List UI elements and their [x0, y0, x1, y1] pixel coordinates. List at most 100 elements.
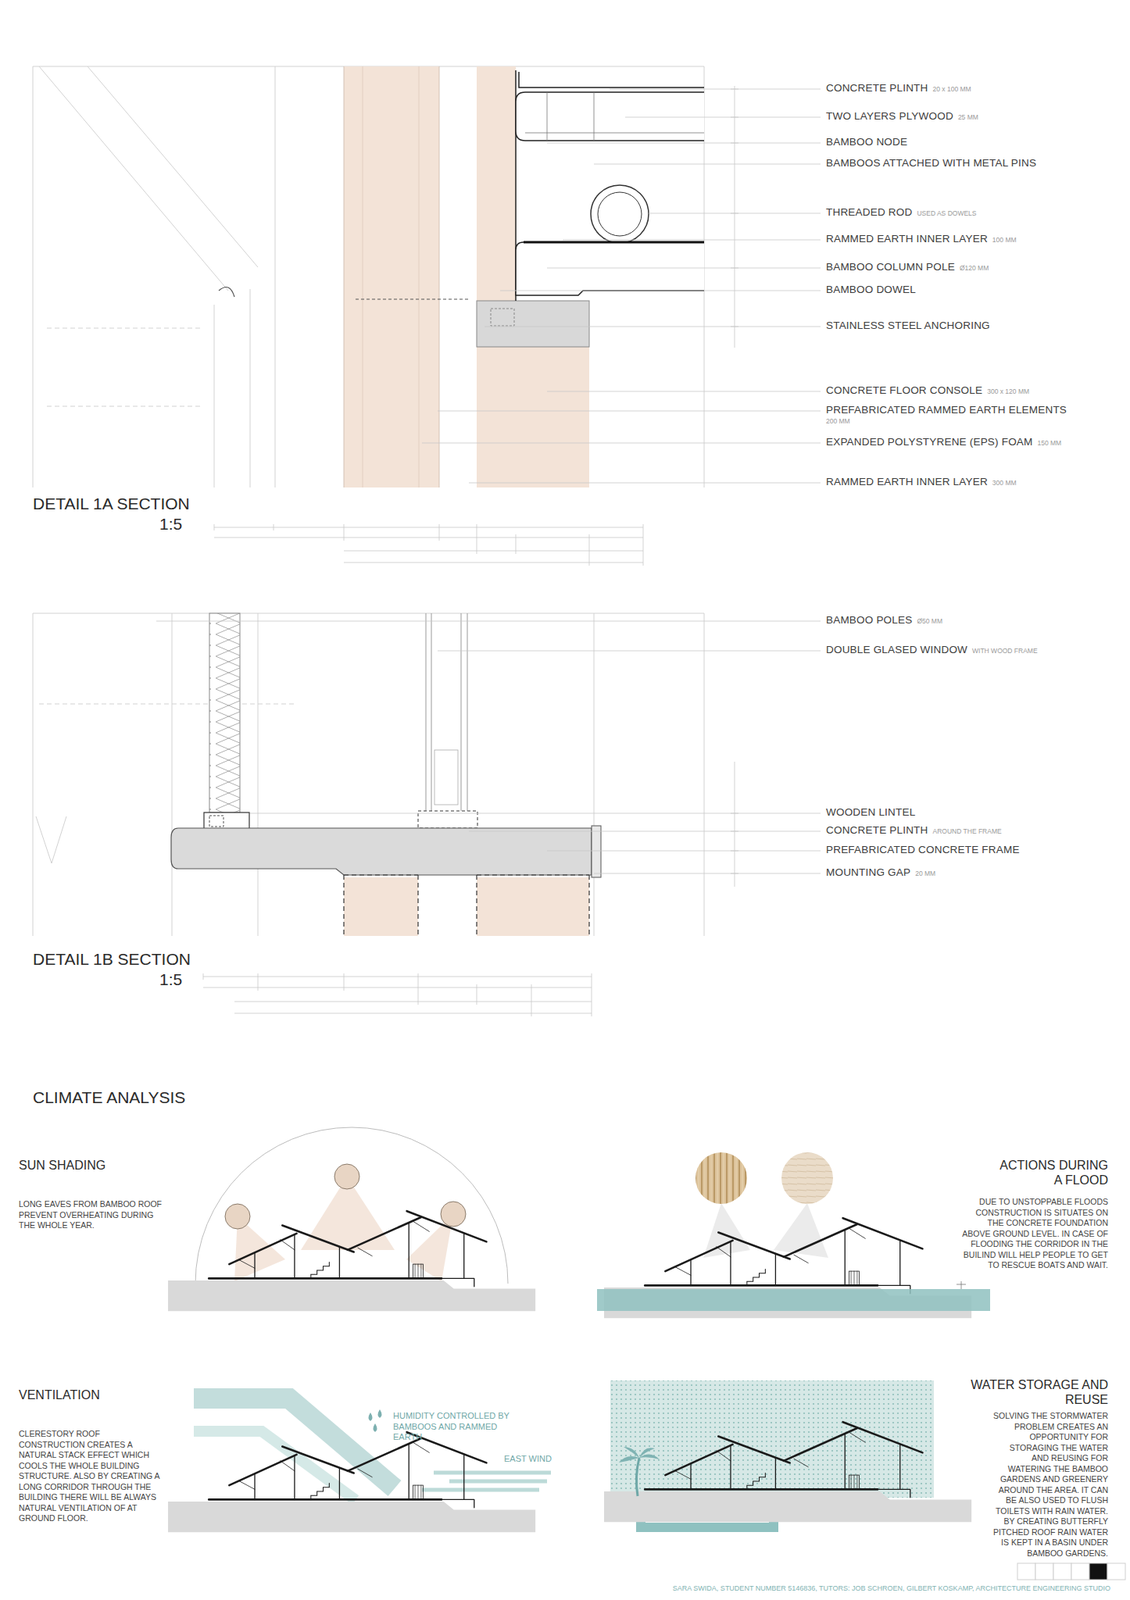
detail-1a-drawing-part [476, 300, 590, 347]
ventilation-section [168, 1398, 551, 1533]
part-label: RAMMED EARTH INNER LAYER [826, 232, 988, 246]
heading: WATER STORAGE AND REUSE [951, 1377, 1109, 1408]
detail-1a-drawing-part-part [46, 328, 204, 407]
body-text: SOLVING THE STORMWATER PROBLEM CREATES A… [990, 1411, 1109, 1560]
detail-1a-drawing-part-part [214, 524, 644, 566]
annotation: EAST WIND [504, 1454, 552, 1466]
dimension-note: Ø120 MM [959, 264, 989, 273]
heading: ACTIONS DURING A FLOOD [991, 1158, 1109, 1188]
water-storage-section-part [636, 1458, 640, 1497]
part-label: BAMBOOS ATTACHED WITH METAL PINS [826, 157, 1037, 170]
detail-1a-drawing-part-part [39, 66, 258, 291]
detail-1a-drawing-part [214, 85, 821, 566]
detail-1a-drawing-part [518, 71, 705, 88]
scale-note: 1:5 [159, 514, 183, 534]
label-row: RAMMED EARTH INNER LAYER300 MM [826, 475, 1017, 489]
sun-shading-section-part [195, 1127, 508, 1284]
flood-section-part [781, 1152, 834, 1205]
ventilation-section-part [168, 1432, 536, 1533]
section-title: DETAIL 1A SECTION [32, 494, 190, 514]
scale-note: 1:5 [159, 970, 183, 990]
dimension-note: AROUND THE FRAME [933, 828, 1002, 837]
water-storage-section-part [618, 1447, 660, 1463]
part-label: PREFABRICATED CONCRETE FRAME [826, 843, 1020, 857]
detail-1b-drawing-part-part [203, 976, 592, 1014]
sun-shading-section-part [334, 1164, 360, 1190]
detail-1b-drawing-part [425, 613, 468, 812]
detail-1a-drawing-part [476, 66, 516, 301]
sheet-index-boxes [1017, 1563, 1126, 1581]
detail-1a-drawing-part [343, 66, 440, 488]
label-row: EXPANDED POLYSTYRENE (EPS) FOAM150 MM [826, 436, 1062, 449]
part-label: STAINLESS STEEL ANCHORING [826, 319, 991, 333]
part-label: TWO LAYERS PLYWOOD [826, 110, 954, 123]
detail-1a-drawing [32, 66, 821, 566]
label-row: DOUBLE GLASED WINDOWWITH WOOD FRAME [826, 643, 1038, 657]
body-text: DUE TO UNSTOPPABLE FLOODS CONSTRUCTION I… [959, 1197, 1109, 1272]
dimension-note: 150 MM [1037, 439, 1063, 448]
detail-1b-drawing-part [209, 613, 240, 813]
detail-1b-drawing-part [156, 621, 821, 1017]
detail-1a-drawing-part [597, 192, 642, 237]
part-label: MOUNTING GAP [826, 866, 911, 880]
dimension-note: WITH WOOD FRAME [972, 647, 1038, 656]
detail-1a-drawing-part [343, 66, 440, 488]
detail-1b-drawing-part [171, 828, 592, 876]
detail-1b-drawing-part-part [730, 761, 739, 887]
detail-1a-drawing-part-part [214, 527, 644, 563]
detail-1a-drawing-part-part [421, 89, 821, 483]
detail-1b-drawing-part [203, 812, 250, 830]
sun-shading-section-part [168, 1211, 536, 1312]
label-row: TWO LAYERS PLYWOOD 25 MM [826, 110, 979, 123]
part-label: CONCRETE FLOOR CONSOLE [826, 384, 983, 397]
detail-1a-drawing-part [515, 92, 705, 141]
dimension-note: 100 MM [992, 236, 1017, 245]
label-row: BAMBOO POLESØ50 MM [826, 614, 943, 627]
dimension-note: 20 x 100 MM [933, 85, 972, 94]
label-row: MOUNTING GAP 20 MM [826, 866, 936, 880]
heading: SUN SHADING [18, 1158, 106, 1173]
detail-1a-drawing-part [515, 242, 705, 296]
part-label: PREFABRICATED RAMMED EARTH ELEMENTS [826, 404, 1067, 417]
water-storage-section [604, 1380, 972, 1528]
section-title: DETAIL 1B SECTION [32, 950, 191, 970]
detail-1a-drawing-part [476, 346, 590, 488]
detail-1b-drawing-part [209, 815, 224, 827]
detail-1a-drawing-part [490, 308, 515, 326]
part-label: EXPANDED POLYSTYRENE (EPS) FOAM [826, 436, 1034, 449]
footer-credit: SARA SWIDA, STUDENT NUMBER 5146836, TUTO… [672, 1584, 1111, 1593]
label-row: CONCRETE FLOOR CONSOLE300 x 120 MM [826, 384, 1030, 397]
detail-1b-drawing-part-part [171, 613, 594, 937]
flood-section-part [597, 1289, 991, 1312]
part-label: BAMBOO NODE [826, 135, 908, 149]
detail-1a-drawing-part [590, 185, 649, 244]
part-label: CONCRETE PLINTH [826, 82, 929, 95]
water-storage-section-part [604, 1422, 972, 1523]
part-label: BAMBOO COLUMN POLE [826, 261, 955, 274]
part-label: RAMMED EARTH INNER LAYER [826, 475, 988, 489]
detail-1a-drawing-part [362, 66, 419, 488]
detail-1b-drawing-part-part [32, 613, 705, 937]
part-label: WOODEN LINTEL [826, 806, 916, 819]
dimension-note: 200 MM [826, 418, 851, 426]
sheet-index-boxes-part [1107, 1563, 1126, 1581]
dimension-note: 20 MM [915, 870, 936, 879]
part-label: BAMBOO DOWEL [826, 283, 916, 297]
ventilation-section-part [368, 1409, 383, 1433]
detail-1b-drawing-part [343, 877, 419, 937]
label-row: CONCRETE PLINTH AROUND THE FRAME [826, 824, 1002, 837]
detail-1a-drawing-part-part [730, 85, 739, 348]
detail-1b-drawing-part [434, 750, 458, 805]
label-row: THREADED RODUSED AS DOWELS [826, 206, 977, 219]
dimension-note: USED AS DOWELS [916, 210, 977, 219]
detail-1a-drawing-part [525, 92, 705, 141]
detail-1a-drawing-part-part [32, 66, 705, 488]
flood-section [597, 1152, 991, 1319]
dimension-note: Ø50 MM [916, 618, 943, 626]
sun-shading-section-part [440, 1201, 466, 1227]
dimension-note: 25 MM [958, 114, 979, 122]
heading: CLIMATE ANALYSIS [32, 1088, 186, 1108]
part-label: CONCRETE PLINTH [826, 824, 929, 837]
sheet-index-boxes-part [1089, 1563, 1108, 1581]
